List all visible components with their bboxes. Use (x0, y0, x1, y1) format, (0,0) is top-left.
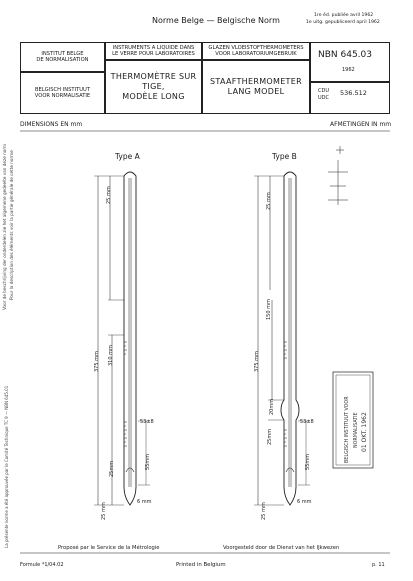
dim-b-8: 6 mm (297, 499, 312, 505)
afmetingen-label: AFMETINGEN IN mm (330, 121, 392, 128)
nbn-code: NBN 645.03 (318, 50, 372, 60)
margin-marks (328, 146, 348, 205)
page-number: p. 11 (372, 562, 385, 568)
dim-b-1: 25 mm (266, 192, 272, 210)
dim-a-7: 6 mm (137, 499, 152, 505)
dim-a-6: 55mm (145, 453, 151, 470)
dim-b-5: 53±8 (300, 419, 314, 425)
proposal-fr: Proposé par le Service de la Métrologie (58, 545, 160, 551)
stamp-line-3: 01 OKT. 1962 (361, 412, 368, 452)
cdu-label: CDU UDC (318, 88, 330, 101)
dim-a-1: 25 mm (106, 186, 112, 204)
dim-b-9: 25 mm (261, 502, 267, 520)
norm-title: Norme Belge — Belgische Norm (152, 16, 280, 25)
dim-b-6: 25mm (267, 428, 273, 445)
dim-a-8: 25 mm (101, 502, 107, 520)
type-b-label: Type B (272, 152, 297, 161)
cdu-value: 536.512 (340, 89, 367, 97)
stamp-frame (332, 371, 374, 469)
dimensions-label: DIMENSIONS EN mm (20, 121, 83, 128)
institute-fr-cell: INSTITUT BELGE DE NORMALISATION (20, 42, 105, 72)
title-nl-cell: STAAFTHERMOMETER LANG MODEL (202, 60, 310, 114)
thermometer-a (94, 171, 150, 506)
instruments-nl-cell: GLAZEN VLOEISTOFTHERMOMETERS VOOR LABORA… (202, 42, 310, 60)
dim-b-4: 20mm (269, 398, 275, 415)
dim-b-3: 375 mm (254, 351, 260, 372)
dim-a-2: 375 mm (94, 351, 100, 372)
instruments-fr-cell: INSTRUMENTS A LIQUIDE DANS LE VERRE POUR… (105, 42, 202, 60)
printed-in: Printed in Belgium (176, 562, 226, 568)
cdu-cell (310, 82, 390, 114)
side-note-fr: Pour la description des éléments voir la… (9, 150, 14, 300)
dim-b-2: 150 mm (266, 299, 272, 320)
edition-nl: 1e uitg. gepubliceerd april 1962 (306, 20, 380, 25)
institute-nl-cell: BELGISCH INSTITUUT VOOR NORMALISATIE (20, 72, 105, 114)
dim-a-3: 310 mm (108, 345, 114, 366)
nbn-year: 1962 (342, 67, 355, 73)
dim-a-4: 53±8 (140, 419, 154, 425)
proposal-nl: Voorgesteld door de Dienst van het IJkwe… (223, 545, 340, 551)
side-note-lower: La présente norme a été approuvée par le… (4, 385, 9, 548)
dim-a-5: 25mm (109, 460, 115, 477)
thermometer-b (254, 171, 310, 506)
dim-b-7: 55mm (305, 453, 311, 470)
type-a-label: Type A (115, 152, 140, 161)
title-fr-cell: THERMOMÈTRE SUR TIGE, MODÈLE LONG (105, 60, 202, 114)
code-left: Formule *1/04.02 (20, 562, 64, 568)
nbn-cell (310, 42, 390, 82)
edition-fr: 1re éd. publiée avril 1962 (314, 13, 374, 18)
side-note-nl: Voor de beschrijving der onderdelen zie … (2, 143, 7, 310)
stamp-line-2: NORMALISATIE (354, 412, 359, 448)
stamp-line-1: BELGISCH INSTITUUT VOOR (345, 396, 350, 463)
